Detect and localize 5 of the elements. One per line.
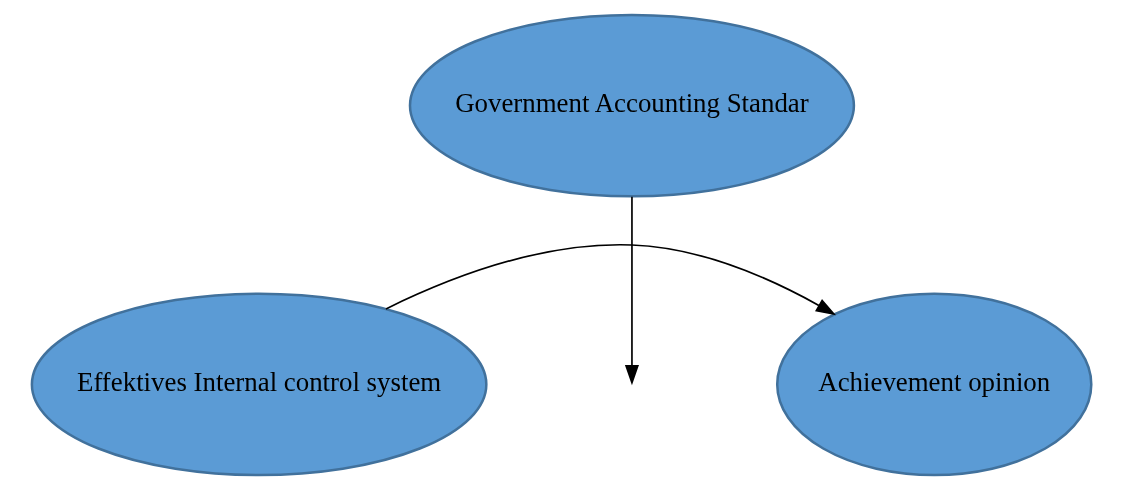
- node-ellipse: Achievement opinion: [775, 292, 1093, 477]
- arrow: [624, 195, 639, 386]
- arrow: [384, 244, 836, 316]
- node-ellipse: Government Accounting Standar: [408, 13, 855, 198]
- node-ellipse: Effektives Internal control system: [30, 292, 488, 477]
